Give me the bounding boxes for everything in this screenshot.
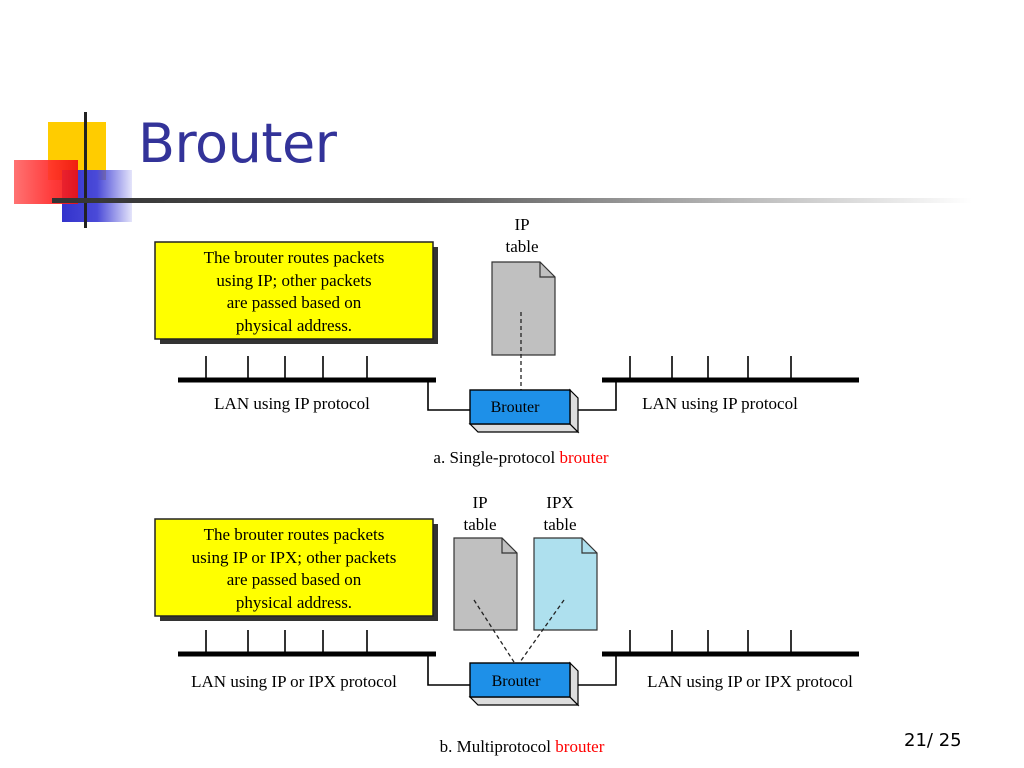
panel-a-caption-prefix: a. Single-protocol	[433, 448, 559, 467]
panel-b-ip-label-1: IP	[472, 493, 487, 512]
panel-a-left-lan-stations	[205, 356, 368, 378]
panel-a-caption-highlight: brouter	[559, 448, 608, 467]
panel-a-table-label-1: IP	[514, 215, 529, 234]
panel-b-left-lan-label: LAN using IP or IPX protocol	[191, 672, 397, 691]
panel-a-brouter-side	[569, 388, 579, 434]
panel-b-caption: b. Multiprotocol brouter	[440, 737, 605, 756]
panel-b-note-line-2: using IP or IPX; other packets	[192, 548, 397, 567]
panel-b-note-box	[154, 518, 434, 617]
panel-b-right-lan-label: LAN using IP or IPX protocol	[647, 672, 853, 691]
panel-a-single-protocol: The brouter routes packets using IP; oth…	[154, 215, 859, 467]
panel-b-ip-table-icon	[453, 537, 518, 631]
panel-b-note-line-4: physical address.	[236, 593, 352, 612]
panel-b-multiprotocol: The brouter routes packets using IP or I…	[154, 493, 859, 756]
panel-b-note-line-3: are passed based on	[227, 570, 362, 589]
panel-a-right-lan-stations	[629, 356, 792, 378]
panel-a-right-lan-label: LAN using IP protocol	[642, 394, 798, 413]
panel-a-note-line-3: are passed based on	[227, 293, 362, 312]
panel-b-caption-highlight: brouter	[555, 737, 604, 756]
panel-a-brouter-label: Brouter	[491, 399, 541, 416]
panel-b-right-link	[578, 655, 617, 686]
panel-a-note-line-1: The brouter routes packets	[204, 248, 385, 267]
panel-a-note-box	[154, 241, 434, 340]
panel-b-ipx-table-fold	[581, 538, 597, 554]
panel-a-right-link	[578, 381, 617, 411]
panel-a-ip-table-icon	[491, 261, 556, 356]
slide-title: Brouter	[138, 112, 337, 175]
page-number: 21/ 25	[904, 730, 962, 751]
panel-b-caption-prefix: b. Multiprotocol	[440, 737, 556, 756]
panel-b-brouter-box	[469, 662, 571, 698]
panel-b-left-lan-stations	[205, 630, 368, 652]
panel-b-note-line-1: The brouter routes packets	[204, 525, 385, 544]
panel-a-caption: a. Single-protocol brouter	[433, 448, 608, 467]
panel-a-left-link	[427, 381, 470, 411]
panel-b-right-lan-stations	[629, 630, 792, 652]
panel-b-ip-link	[473, 599, 515, 663]
panel-b-brouter-side	[569, 661, 579, 707]
panel-b-ipx-link	[519, 599, 565, 663]
page-total: / 25	[926, 730, 962, 751]
panel-a-brouter-box	[469, 389, 571, 425]
logo-vertical-bar	[84, 112, 87, 228]
panel-a-note-line-2: using IP; other packets	[216, 271, 371, 290]
panel-b-ipx-table-icon	[533, 537, 598, 631]
logo-red-square	[14, 160, 78, 204]
panel-b-left-link	[427, 655, 470, 686]
page-current: 21	[904, 730, 927, 751]
panel-b-ipx-label-1: IPX	[546, 493, 573, 512]
panel-a-left-lan-label: LAN using IP protocol	[214, 394, 370, 413]
panel-b-ipx-label-2: table	[543, 515, 576, 534]
panel-b-brouter-label: Brouter	[492, 673, 542, 690]
panel-b-ip-label-2: table	[463, 515, 496, 534]
panel-a-note-line-4: physical address.	[236, 316, 352, 335]
panel-a-brouter-bottom	[468, 423, 580, 433]
panel-b-brouter-bottom	[468, 696, 580, 706]
panel-b-ip-table-fold	[501, 538, 517, 554]
panel-a-ip-table-fold	[539, 262, 555, 278]
title-underline	[52, 198, 972, 203]
panel-a-table-label-2: table	[505, 237, 538, 256]
